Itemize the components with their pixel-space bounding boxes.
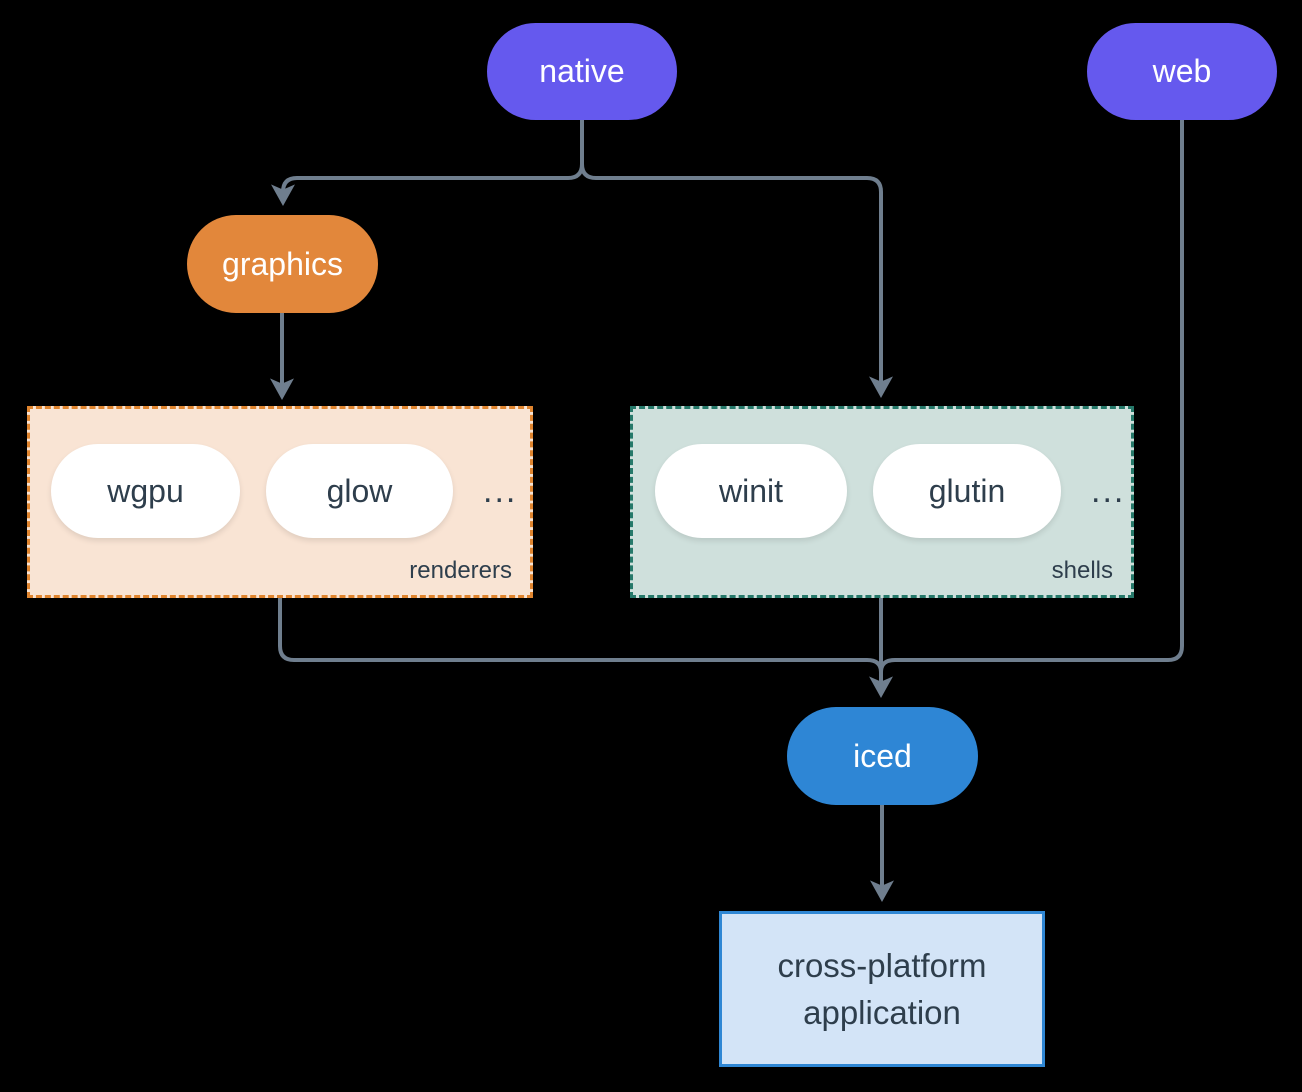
application-label-line2: application [803, 994, 961, 1031]
shells-group-label: shells [1051, 557, 1113, 584]
node-iced: iced [787, 707, 978, 805]
node-wgpu-label: wgpu [107, 472, 184, 509]
node-native-label: native [539, 53, 625, 89]
node-glutin-label: glutin [928, 472, 1006, 509]
edge-renderers-to-merge [278, 598, 883, 673]
node-web: web [1087, 23, 1277, 120]
edge-native-to-graphics [271, 120, 584, 206]
node-winit: winit [655, 444, 847, 538]
renderers-row: wgpu glow ... [51, 444, 517, 538]
node-glutin: glutin [873, 444, 1061, 538]
application-label-line1: cross-platform [777, 947, 987, 984]
edge-native-to-shells [580, 120, 893, 398]
node-application: cross-platform application [719, 911, 1045, 1067]
node-glow: glow [266, 444, 453, 538]
shells-ellipsis: ... [1091, 471, 1126, 510]
group-shells: winit glutin ... shells [630, 406, 1134, 598]
group-renderers: wgpu glow ... renderers [27, 406, 533, 598]
node-graphics-label: graphics [222, 245, 343, 282]
node-native: native [487, 23, 677, 120]
node-web-label: web [1152, 53, 1212, 89]
shells-row: winit glutin ... [655, 444, 1125, 538]
node-iced-label: iced [853, 737, 912, 774]
node-winit-label: winit [718, 472, 783, 509]
node-glow-label: glow [326, 472, 393, 509]
renderers-group-label: renderers [409, 557, 512, 584]
node-wgpu: wgpu [51, 444, 240, 538]
renderers-ellipsis: ... [483, 471, 518, 510]
node-graphics: graphics [187, 215, 378, 313]
